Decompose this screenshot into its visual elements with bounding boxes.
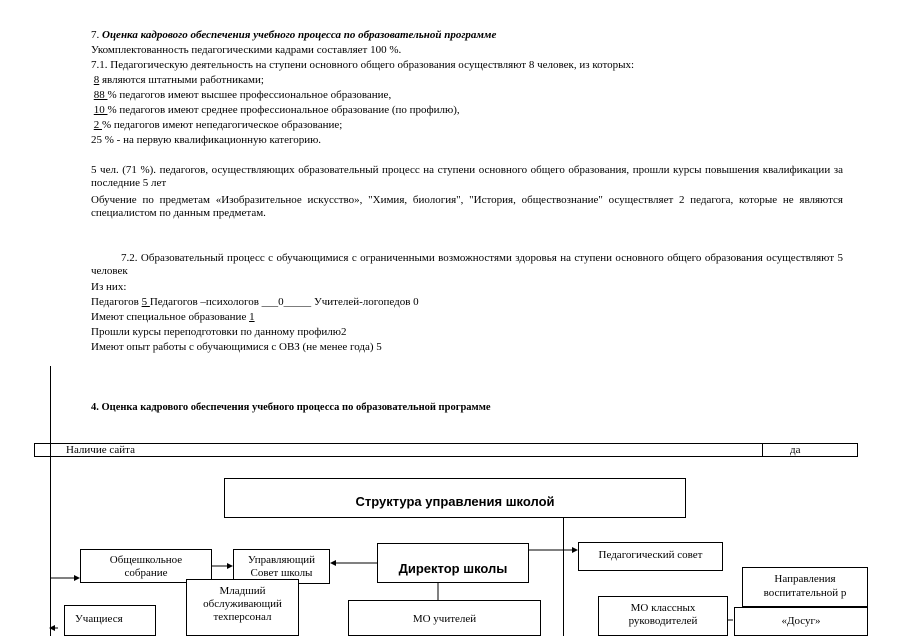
section7-number: 7. (91, 29, 100, 41)
junior-staff-box: Младший обслуживающий техперсонал (186, 579, 299, 636)
p71-text: 7.1. Педагогическую деятельность на ступ… (91, 59, 635, 71)
teachers-mo-box: МО учителей (348, 600, 541, 636)
logoped-label: Учителей-логопедов 0 (311, 296, 419, 308)
special-label: Имеют специальное образование (91, 311, 250, 323)
list-value: 10 (93, 104, 108, 116)
pedagogues-line: Педагогов 5 Педагогов –психологов ___0__… (91, 296, 419, 309)
special-edu-line: Имеют специальное образование 1 (91, 311, 255, 324)
special-value: 1 (249, 311, 255, 323)
org-chart-title: Структура управления школой (224, 478, 686, 518)
site-row-divider (762, 443, 763, 457)
list-text: % педагогов имеют непедагогическое образ… (102, 119, 343, 131)
retrain-text: Прошли курсы переподготовки по данному п… (91, 326, 347, 338)
list-item: 8 являются штатными работниками; (91, 74, 264, 87)
list-value: 88 (93, 89, 108, 101)
list-text: % педагогов имеют среднее профессиональн… (107, 104, 460, 116)
psych-label: Педагогов –психологов ___0_____ (149, 296, 312, 308)
ped-value: 5 (141, 296, 150, 308)
p72-text: 7.2. Образовательный процесс с обучающим… (91, 252, 843, 277)
section7-heading: 7. Оценка кадрового обеспечения учебного… (91, 29, 496, 42)
list-value: 2 (93, 119, 102, 131)
site-label: Наличие сайта (66, 444, 135, 456)
list-item: 10 % педагогов имеют среднее профессиона… (91, 104, 460, 117)
subjects-text: Обучение по предметам «Изобразительное и… (91, 194, 843, 219)
site-value: да (790, 444, 801, 456)
section7-title: Оценка кадрового обеспечения учебного пр… (102, 29, 497, 41)
list-item: 2 % педагогов имеют непедагогическое обр… (91, 119, 343, 132)
courses-text: 5 чел. (71 %). педагогов, осуществляющих… (91, 164, 843, 189)
site-row (34, 443, 858, 457)
governing-council-box: Управляющий Совет школы (233, 549, 330, 584)
list-text: % педагогов имеют высшее профессионально… (107, 89, 392, 101)
director-trunk (563, 518, 564, 636)
ped-label: Педагогов (91, 296, 142, 308)
list-text: являются штатными работниками; (99, 74, 264, 86)
directions-box: Направления воспитательной р (742, 567, 868, 607)
list-item: 88 % педагогов имеют высшее профессионал… (91, 89, 391, 102)
director-box: Директор школы (377, 543, 529, 583)
of-them-text: Из них: (91, 281, 127, 293)
category-text: 25 % - на первую квалификационную катего… (91, 134, 322, 146)
ped-council-box: Педагогический совет (578, 542, 723, 571)
left-rule (50, 366, 51, 636)
staffing-text: Укомплектованность педагогическими кадра… (91, 44, 402, 56)
general-meeting-box: Общешкольное собрание (80, 549, 212, 583)
experience-text: Имеют опыт работы с обучающимися с ОВЗ (… (91, 341, 382, 353)
section4-title: 4. Оценка кадрового обеспечения учебного… (91, 402, 491, 413)
list-value: 8 (93, 74, 100, 86)
